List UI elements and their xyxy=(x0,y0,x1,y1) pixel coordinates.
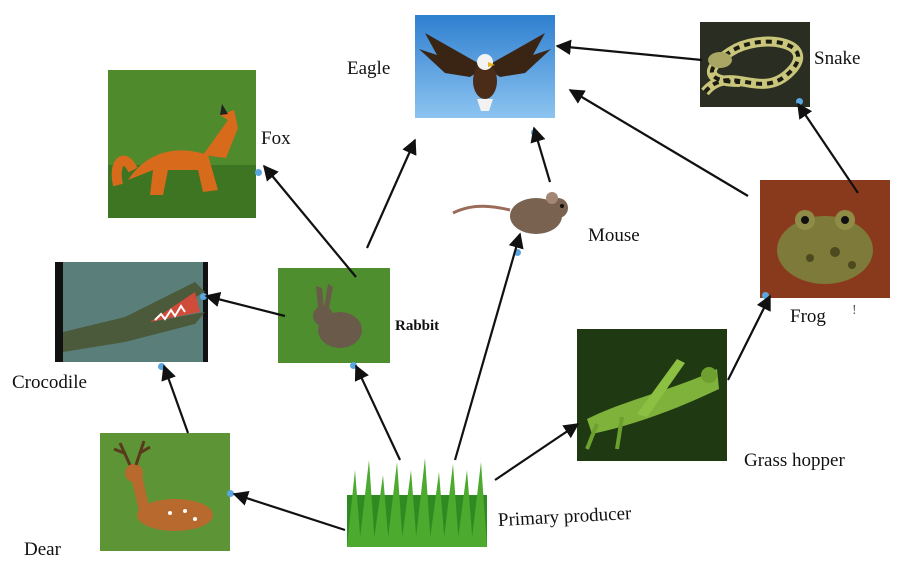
connector-dot xyxy=(796,98,803,105)
label-crocodile: Crocodile xyxy=(12,372,87,393)
arrow-snake-to-eagle xyxy=(555,39,703,62)
eagle-image xyxy=(415,15,555,118)
crocodile-image xyxy=(55,262,208,362)
connector-dot xyxy=(350,362,357,369)
arrow-rabbit-to-fox xyxy=(263,164,357,278)
grasshopper-icon xyxy=(577,329,727,461)
arrow-grass-to-deer xyxy=(232,490,346,532)
rabbit-image xyxy=(278,268,390,363)
label-grasshopper: Grass hopper xyxy=(744,450,845,471)
eagle-icon xyxy=(415,15,555,118)
arrow-rabbit-to-eagle xyxy=(365,138,417,249)
arrow-deer-to-crocodile xyxy=(161,364,190,434)
connector-dot xyxy=(255,169,262,176)
label-frog-mark: ! xyxy=(852,303,857,318)
arrow-mouse-to-eagle xyxy=(530,126,552,183)
connector-dot xyxy=(158,363,165,370)
label-eagle: Eagle xyxy=(347,58,391,79)
rabbit-icon xyxy=(278,268,390,363)
frog-image xyxy=(760,180,890,298)
grass-image xyxy=(347,440,487,547)
arrow-grass-to-grasshopper xyxy=(494,423,580,481)
label-mouse: Mouse xyxy=(588,225,640,246)
connector-dot xyxy=(514,249,521,256)
fox-icon xyxy=(108,70,256,218)
label-snake: Snake xyxy=(814,48,861,69)
mouse-icon xyxy=(448,178,573,243)
fox-image xyxy=(108,70,256,218)
deer-image xyxy=(100,433,230,551)
mouse-image xyxy=(448,178,573,243)
label-rabbit: Rabbit xyxy=(395,318,440,334)
grass-icon xyxy=(347,440,487,547)
label-primary-producer: Primary producer xyxy=(497,503,632,531)
snake-image xyxy=(700,22,810,107)
deer-icon xyxy=(100,433,230,551)
connector-dot xyxy=(200,293,207,300)
grasshopper-image xyxy=(577,329,727,461)
arrow-grass-to-mouse xyxy=(453,232,524,461)
connector-dot xyxy=(531,129,538,136)
snake-icon xyxy=(700,22,810,107)
connector-dot xyxy=(227,490,234,497)
label-deer: Dear xyxy=(24,539,61,560)
arrow-grasshopper-to-frog xyxy=(727,294,771,381)
arrow-rabbit-to-crocodile xyxy=(204,291,286,318)
connector-dot xyxy=(762,292,769,299)
frog-icon xyxy=(760,180,890,298)
label-fox: Fox xyxy=(261,128,291,149)
crocodile-icon xyxy=(55,262,208,362)
label-frog: Frog xyxy=(790,306,826,327)
